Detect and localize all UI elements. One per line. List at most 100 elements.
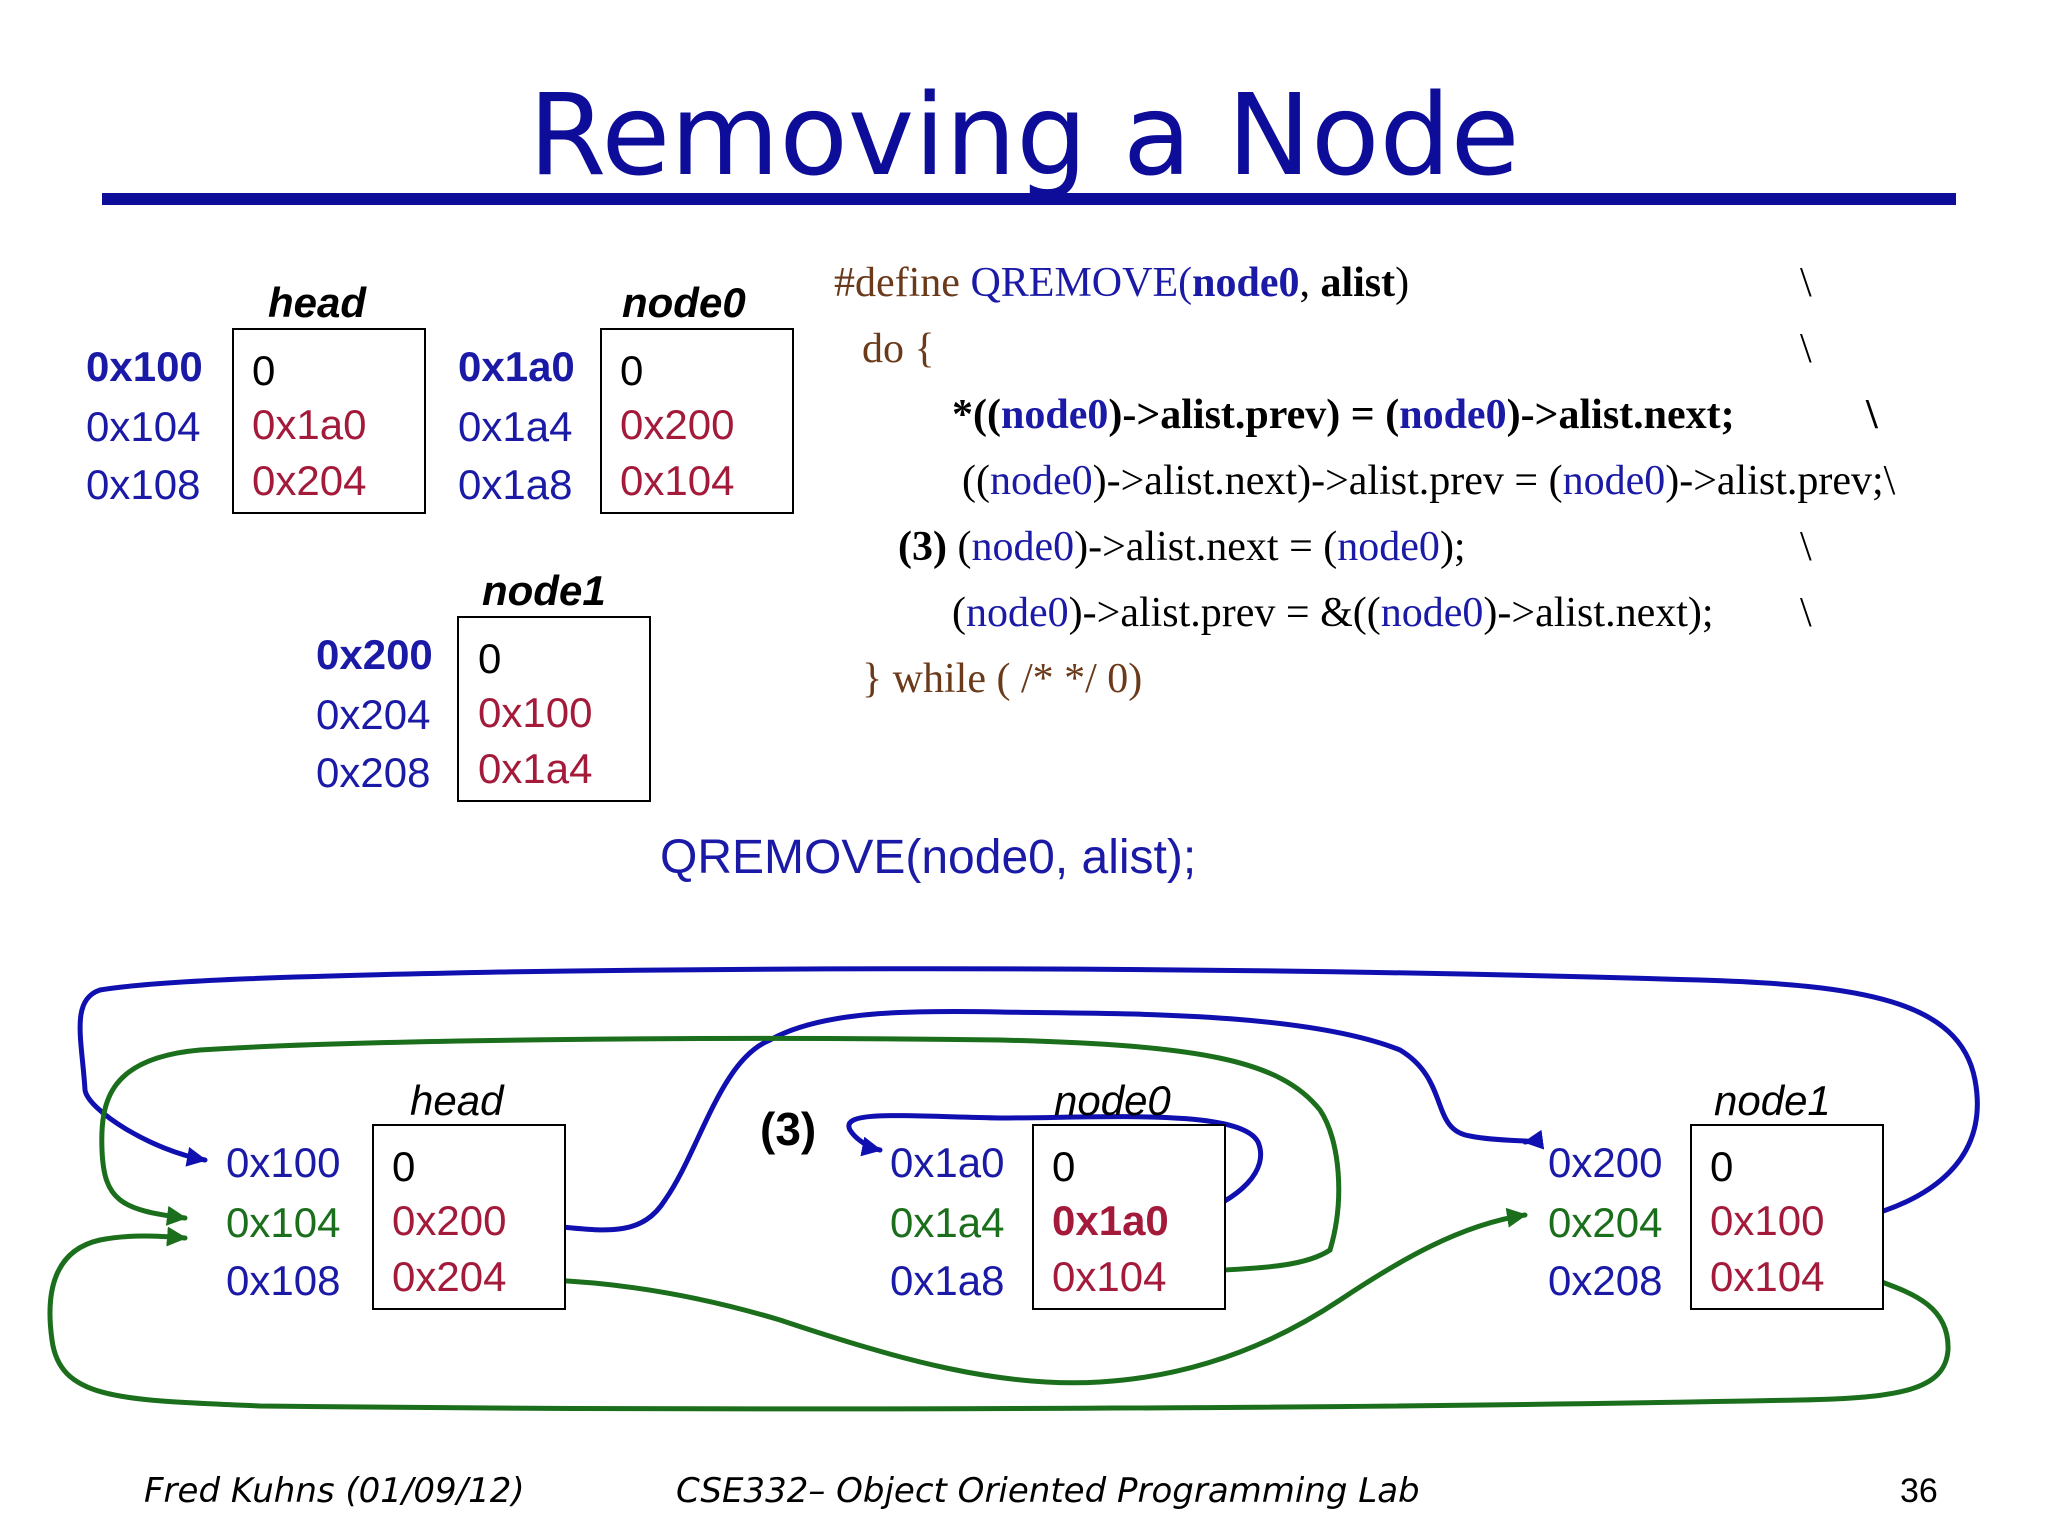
code-line-6: (node0)->alist.prev = &((node0)->alist.n… <box>952 592 1714 634</box>
top-node0-addr-1: 0x1a4 <box>458 403 573 450</box>
top-head-box <box>232 328 426 514</box>
code-line-5-continuation: \ <box>1800 524 1812 570</box>
code-l5-node0-2: node0 <box>1337 524 1440 570</box>
code-line-1-continuation: \ <box>1800 260 1812 306</box>
code-line-6-continuation: \ <box>1800 590 1812 636</box>
top-node0-box <box>600 328 794 514</box>
bottom-node1-box <box>1690 1124 1884 1310</box>
bottom-node1-addr-2: 0x208 <box>1548 1257 1663 1304</box>
title-underline <box>102 193 1956 205</box>
top-node0-val-2: 0x104 <box>620 457 735 504</box>
top-head-label: head <box>268 279 367 326</box>
top-node0-val-0: 0 <box>620 347 644 394</box>
code-l3-node0-2: node0 <box>1399 392 1507 438</box>
code-l4-e: )->alist.prev;\ <box>1665 458 1896 504</box>
code-line-3-continuation: \ <box>1866 392 1878 438</box>
arrow-head-next-to-node1 <box>537 1008 1545 1233</box>
code-l3-a: *(( <box>952 392 1001 438</box>
bottom-head-addr-1: 0x104 <box>226 1199 341 1246</box>
bottom-node0-val-0: 0 <box>1052 1143 1076 1190</box>
bottom-head-label: head <box>410 1077 504 1124</box>
code-l4-node0: node0 <box>989 458 1093 504</box>
code-l3-c: )->alist.prev) = ( <box>1108 392 1400 438</box>
top-node0-val-1: 0x200 <box>620 401 735 448</box>
code-l5-c: )->alist.next = ( <box>1074 524 1338 570</box>
code-l5-node0: node0 <box>971 524 1075 570</box>
bottom-node1-val-0: 0 <box>1710 1143 1734 1190</box>
code-line-5: (3) (node0)->alist.next = (node0); <box>898 526 1466 568</box>
top-head-val-1: 0x1a0 <box>252 401 367 448</box>
bottom-head-val-2: 0x204 <box>392 1253 507 1300</box>
code-line-4: ((node0)->alist.next)->alist.prev = (nod… <box>962 460 1895 502</box>
arrow-node0-prev-to-head <box>99 1035 1342 1275</box>
footer-course: CSE332– Object Oriented Programming Lab <box>676 1471 1420 1511</box>
bottom-node0-addr-1: 0x1a4 <box>890 1199 1005 1246</box>
qremove-call: QREMOVE(node0, alist); <box>660 831 1197 884</box>
top-node0-addr-0: 0x1a0 <box>458 343 575 390</box>
code-comma: , <box>1299 260 1321 306</box>
code-l5-e: ); <box>1439 524 1466 570</box>
top-node1-addr-1: 0x204 <box>316 691 431 738</box>
code-arg-node0: node0 <box>1192 260 1300 306</box>
top-node1-box <box>457 616 651 802</box>
code-line-2: do { <box>862 326 935 372</box>
top-head-val-0: 0 <box>252 347 276 394</box>
top-node1-label: node1 <box>482 567 606 614</box>
bottom-node1-addr-1: 0x204 <box>1548 1199 1663 1246</box>
code-l6-c: )->alist.prev = &(( <box>1068 590 1381 636</box>
top-head-addr-2: 0x108 <box>86 461 201 508</box>
code-l3-e: )->alist.next; <box>1506 392 1735 438</box>
bottom-node1-addr-0: 0x200 <box>1548 1139 1663 1186</box>
bottom-node0-val-2: 0x104 <box>1052 1253 1167 1300</box>
bottom-node1-val-2: 0x104 <box>1710 1253 1825 1300</box>
bottom-node0-addr-2: 0x1a8 <box>890 1257 1005 1304</box>
code-define-keyword: #define <box>834 260 971 306</box>
bottom-node0-addr-0: 0x1a0 <box>890 1139 1005 1186</box>
bottom-node1-val-1: 0x100 <box>1710 1197 1825 1244</box>
top-node0-label: node0 <box>622 279 746 326</box>
bottom-node0-label: node0 <box>1054 1077 1171 1124</box>
code-arg-alist: alist <box>1320 260 1396 306</box>
code-l6-a: ( <box>952 590 966 636</box>
arrow-node1-next-to-head <box>77 966 1980 1221</box>
arrow-head-prev-to-node1 <box>545 1207 1528 1386</box>
top-node0-addr-2: 0x1a8 <box>458 461 573 508</box>
top-head-addr-0: 0x100 <box>86 343 203 390</box>
bottom-head-box <box>372 1124 566 1310</box>
code-l5-a: ( <box>946 524 972 570</box>
bottom-head-addr-2: 0x108 <box>226 1257 341 1304</box>
arrow-node1-prev-to-head <box>47 1226 1951 1412</box>
code-l4-node0-2: node0 <box>1562 458 1666 504</box>
top-node1-addr-0: 0x200 <box>316 631 433 678</box>
arrow-node0-next-self <box>846 1113 1264 1219</box>
code-l4-a: (( <box>962 458 990 504</box>
code-l6-node0-2: node0 <box>1380 590 1484 636</box>
code-l3-node0: node0 <box>1000 392 1109 438</box>
code-l4-c: )->alist.next)->alist.prev = ( <box>1092 458 1563 504</box>
code-line-3: *((node0)->alist.prev) = (node0)->alist.… <box>952 394 1735 436</box>
slide-title: Removing a Node <box>528 71 1520 201</box>
code-l6-e: )->alist.next); <box>1483 590 1714 636</box>
bottom-head-val-0: 0 <box>392 1143 416 1190</box>
top-node1-addr-2: 0x208 <box>316 749 431 796</box>
top-node1-val-0: 0 <box>478 635 502 682</box>
top-head-val-2: 0x204 <box>252 457 367 504</box>
code-line-2-continuation: \ <box>1800 326 1812 372</box>
step-3-marker: (3) <box>760 1103 817 1155</box>
code-line-7: } while ( /* */ 0) <box>862 656 1143 702</box>
bottom-head-addr-0: 0x100 <box>226 1139 341 1186</box>
top-head-addr-1: 0x104 <box>86 403 201 450</box>
top-node1-val-1: 0x100 <box>478 689 593 736</box>
code-line-1: #define QREMOVE(node0, alist) <box>834 262 1409 304</box>
code-step-3-label: (3) <box>898 524 947 570</box>
code-macro-name: QREMOVE( <box>970 260 1193 306</box>
footer-author: Fred Kuhns (01/09/12) <box>144 1471 525 1511</box>
top-node1-val-2: 0x1a4 <box>478 745 593 792</box>
footer-page-number: 36 <box>1900 1472 1938 1510</box>
code-l6-node0: node0 <box>966 590 1069 636</box>
bottom-node1-label: node1 <box>1714 1077 1831 1124</box>
bottom-head-val-1: 0x200 <box>392 1197 507 1244</box>
bottom-node0-box <box>1032 1124 1226 1310</box>
code-close-paren: ) <box>1395 260 1410 306</box>
